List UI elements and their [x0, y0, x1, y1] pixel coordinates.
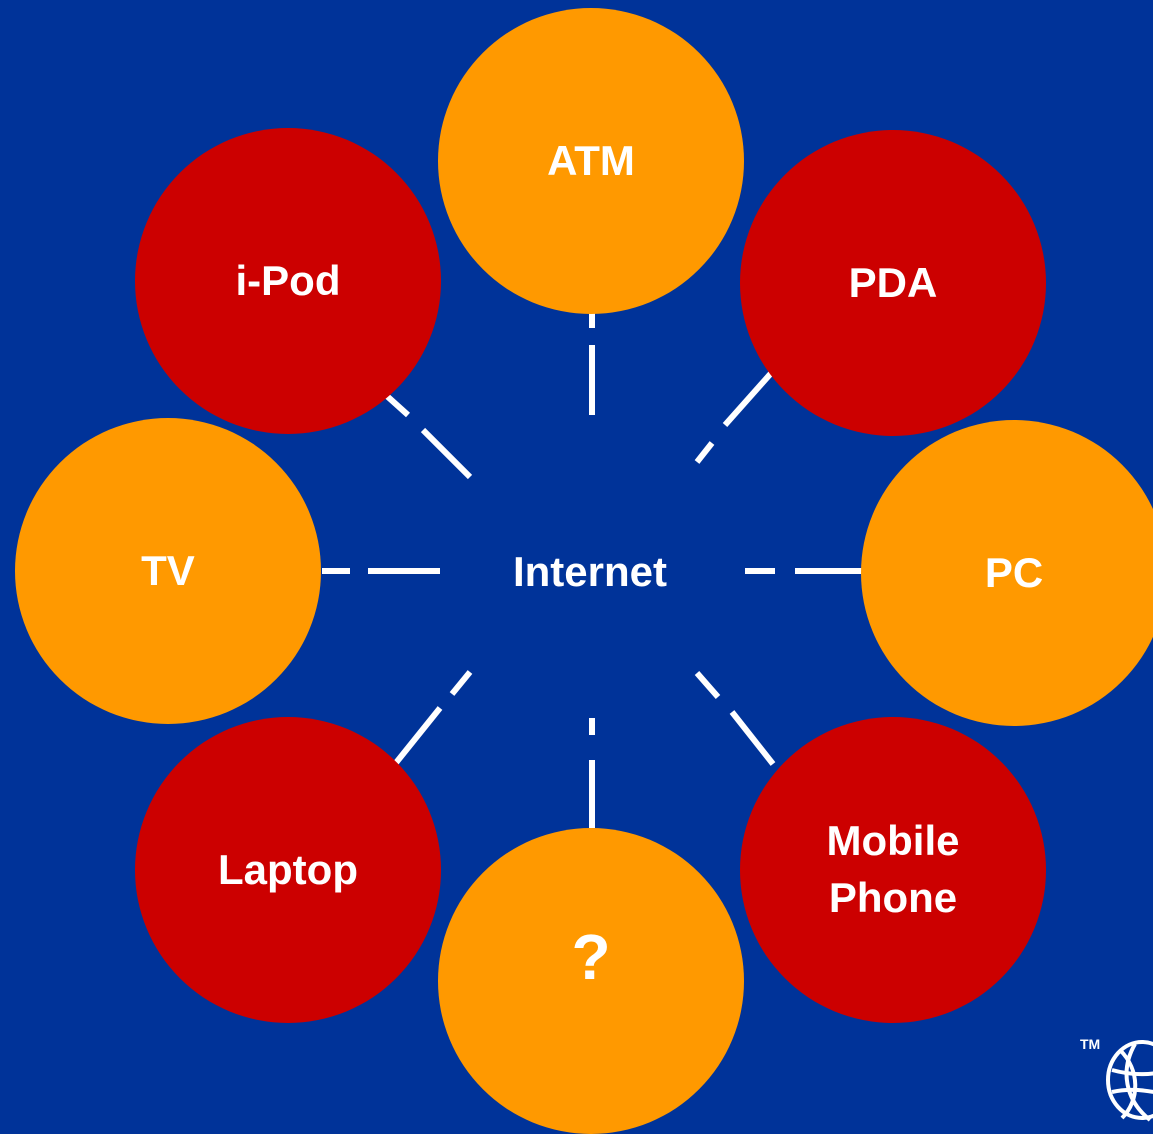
node-unknown-label: ? [571, 921, 611, 993]
link-pda-dash1 [694, 441, 715, 464]
node-ipod: i-Pod [135, 128, 441, 434]
node-mobile-phone-label: Mobile Phone [826, 817, 960, 921]
node-pda: PDA [740, 130, 1046, 436]
node-tv: TV [15, 418, 321, 724]
node-unknown: ? [438, 828, 744, 1134]
link-mobile-dash2 [729, 710, 776, 766]
globe-logo-icon [1106, 1040, 1153, 1122]
link-ipod-dash2 [420, 427, 473, 480]
node-mobile-phone: Mobile Phone [740, 717, 1046, 1023]
node-pc: PC [861, 420, 1153, 726]
node-ipod-label: i-Pod [235, 256, 341, 304]
link-laptop-dash1 [449, 670, 473, 696]
node-laptop: Laptop [135, 717, 441, 1023]
node-pc-label: PC [984, 548, 1044, 596]
node-laptop-label: Laptop [218, 845, 358, 893]
link-mobile-dash1 [694, 671, 721, 699]
node-atm-label: ATM [547, 136, 635, 184]
internet-hub-label: Internet [512, 548, 667, 595]
node-pda-label: PDA [848, 258, 938, 306]
trademark-mark: TM [1080, 1036, 1101, 1052]
link-laptop-dash2 [392, 706, 443, 766]
node-tv-label: TV [141, 546, 195, 594]
node-atm: ATM [438, 8, 744, 314]
link-pda-dash2 [722, 369, 776, 427]
